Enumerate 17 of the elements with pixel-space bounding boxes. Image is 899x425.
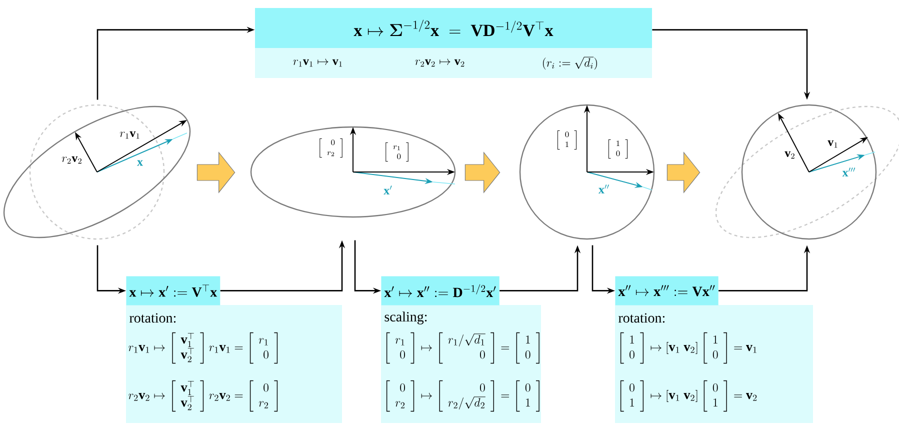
vector-drawing: $\left[\begin{array}{r}0\\r_2\end{array}\right]$ $\left[\begin{array}{r}r_1\\0\end{array}\right]$ $\mathbf{x}'$	[250, 126, 456, 218]
step-box: $\mathbf{x}''\mapsto\mathbf{x}''':=\mathbf{V}\mathbf{x}''$ rotation: $\left[\begin{array}{r}1\\0\end{array}\right]\mapsto[\mathbf{v}_1\;\mathbf{v}_2]\left[\begin{array}{r}1\\0\end{array}\right]=\mathbf{v}_1$ $\left[\begin{array}{r}0\\1\end{array}\right]\mapsto[\mathbf{v}_1\;\mathbf{v}_2]\left[\begin{array}{r}0\\1\end{array}\right]=\mathbf{v}_2$	[615, 276, 813, 423]
vector-drawing: $\left[\begin{array}{r}0\\1\end{array}\right]$ $\left[\begin{array}{r}1\\0\end{array}\right]$ $\mathbf{x}''$	[519, 104, 655, 240]
vector-drawing: $\mathbf{v}_2$ $\mathbf{v}_1$ $\mathbf{x}'''$	[715, 104, 899, 240]
node-label: $r_2\mathbf{v}_2\mapsto\mathbf{v}_2$	[415, 58, 464, 67]
node-label: $\mathbf{x}''\mapsto\mathbf{x}''':=\mathbf{V}\mathbf{x}''$	[618, 285, 715, 296]
node-label: $r_1\mathbf{v}_1\mapsto\mathbf{v}_1$	[293, 58, 342, 67]
node-label: $\mathbf{x}'\mapsto\mathbf{x}'':=\mathbf{D}^{-1/2}\mathbf{x}'$	[384, 284, 496, 298]
vector-drawing: $r_1\mathbf{v}_1$ $r_2\mathbf{v}_2$ $\mathbf{x}$	[3, 104, 191, 240]
step-box: $\mathbf{x}'\mapsto\mathbf{x}'':=\mathbf{D}^{-1/2}\mathbf{x}'$ scaling: $\left[\begin{array}{r}r_1\\0\end{array}\right]\mapsto\left[\begin{array}{r}r_1/\sqrt{d_1}\\0\end{array}\right]=\left[\begin{array}{r}1\\0\end{array}\right]$ $\left[\begin{array}{r}0\\r_2\end{array}\right]\mapsto\left[\begin{array}{r}0\\r_2/\sqrt{d_2}\end{array}\right]=\left[\begin{array}{r}0\\1\end{array}\right]$	[381, 276, 541, 423]
step-box: $\mathbf{x}\mapsto\mathbf{x}':=\mathbf{V}^{\top}\mathbf{x}$ rotation: $r_1\mathbf{v}_1\mapsto\left[\begin{array}{c}\mathbf{v}_1^{\top}\\\mathbf{v}_2^{\top}\end{array}\right]r_1\mathbf{v}_1=\left[\begin{array}{r}r_1\\0\end{array}\right]$ $r_2\mathbf{v}_2\mapsto\left[\begin{array}{c}\mathbf{v}_1^{\top}\\\mathbf{v}_2^{\top}\end{array}\right]r_2\mathbf{v}_2=\left[\begin{array}{r}0\\r_2\end{array}\right]$	[126, 276, 342, 423]
block-arrow	[666, 152, 700, 194]
block-arrow	[196, 152, 236, 194]
node-label: $\mathbf{x}\mapsto\mathbf{x}':=\mathbf{V}^{\top}\mathbf{x}$	[129, 284, 218, 297]
block-arrow	[464, 152, 500, 194]
formula-box: $\mathbf{x}\mapsto\boldsymbol{\Sigma}^{-1/2}\mathbf{x}\;=\;\mathbf{V}\mathbf{D}^{-1/2}\mathbf{V}^{\top}\mathbf{x}$ $r_1\mathbf{v}_1\mapsto\mathbf{v}_1$ $r_2\mathbf{v}_2\mapsto\mathbf{v}_2$ $(r_i:=\sqrt{d_i})$	[255, 8, 652, 78]
node-label: $(r_i:=\sqrt{d_i})$	[542, 56, 598, 70]
